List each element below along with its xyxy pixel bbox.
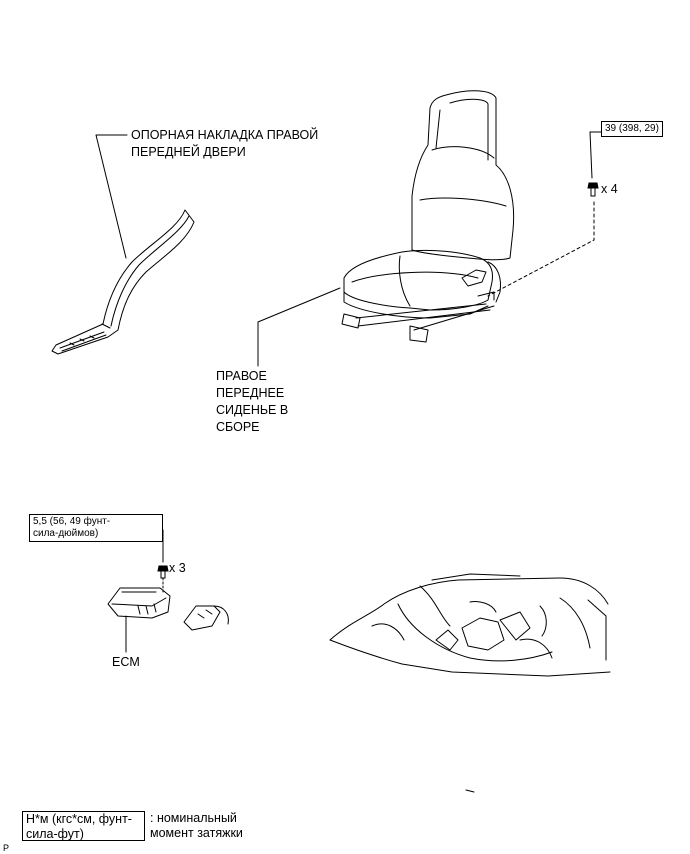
- seat-bolt-quantity: x 4: [601, 182, 618, 196]
- corner-mark: P: [3, 843, 10, 853]
- seat-bolt-icon: [587, 182, 599, 197]
- seat-leader: [257, 287, 341, 367]
- seat-bolt-leader: [589, 131, 605, 179]
- ecm-module-drawing: [107, 587, 171, 619]
- ecm-label: ECM: [112, 655, 140, 669]
- door-scuff-plate-drawing: [51, 209, 195, 355]
- ecm-bolt-icon: [157, 565, 169, 579]
- torque-legend-description: : номинальный момент затяжки: [150, 811, 243, 840]
- front-seat-drawing: [341, 90, 515, 343]
- seat-bolt-torque-box: 39 (398, 29): [601, 121, 663, 137]
- torque-legend-box: Н*м (кгс*см, фунт- сила-фут): [22, 811, 145, 841]
- ecm-bolt-quantity: x 3: [169, 561, 186, 575]
- seat-assembly-label: ПРАВОЕ ПЕРЕДНЕЕ СИДЕНЬЕ В СБОРЕ: [216, 369, 289, 434]
- door-scuff-leader: [95, 134, 128, 259]
- door-scuff-label: ОПОРНАЯ НАКЛАДКА ПРАВОЙ ПЕРЕДНЕЙ ДВЕРИ: [131, 128, 319, 159]
- seat-bolt-install-line: [487, 201, 595, 297]
- engine-bay-drawing: [329, 573, 611, 793]
- ecm-connector-drawing: [183, 605, 229, 631]
- ecm-bolt-torque-box: 5,5 (56, 49 фунт- сила-дюймов): [29, 514, 163, 542]
